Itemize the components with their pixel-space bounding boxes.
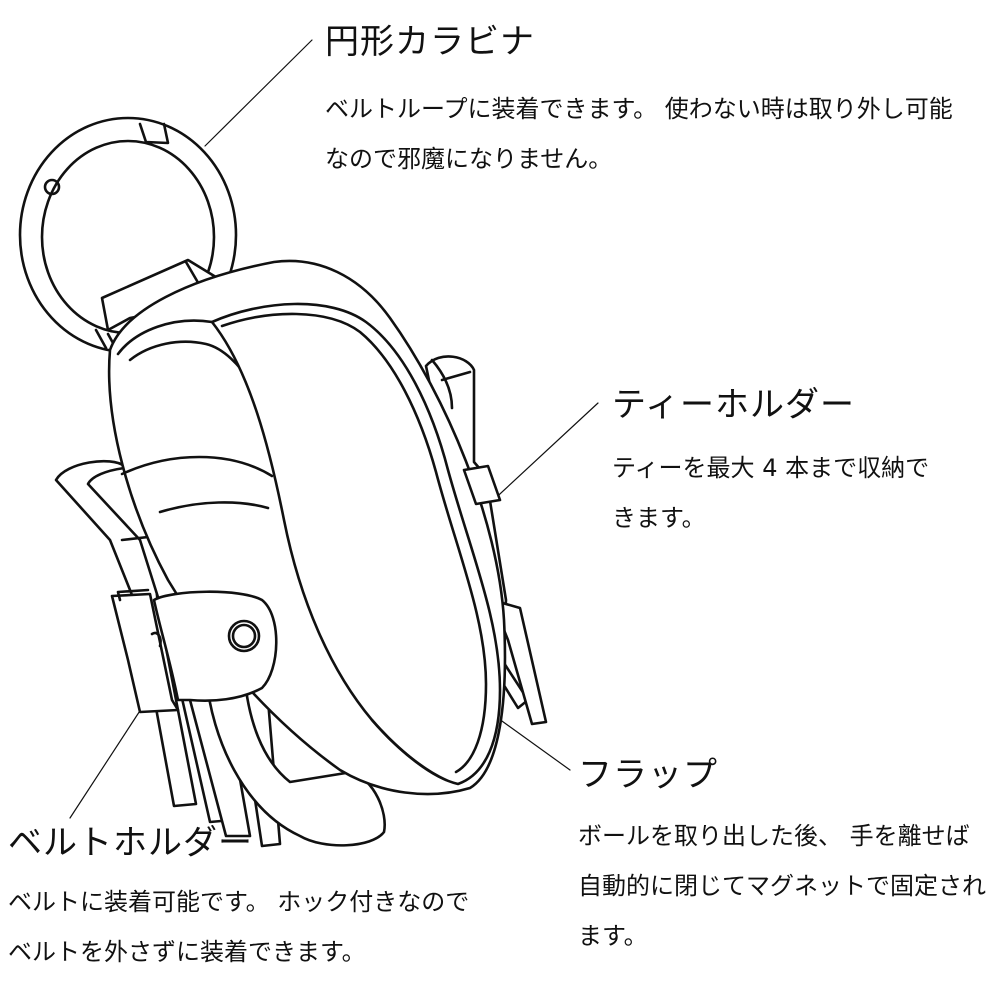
flap-description: ボールを取り出した後、 手を離せば 自動的に閉じてマグネットで固定され ます。 xyxy=(578,822,986,950)
callout-tee-holder: ティーホルダー ティーを最大 4 本まで収納で きます。 xyxy=(612,385,982,543)
callout-belt-holder: ベルトホルダー ベルトに装着可能です。 ホック付きなので ベルトを外さずに装着で… xyxy=(8,823,568,977)
flap-title: フラップ xyxy=(578,755,718,795)
callout-carabiner: 円形カラビナ ベルトループに装着できます。 使わない時は取り外し可能 なので邪魔… xyxy=(325,22,995,184)
callout-flap: フラップ ボールを取り出した後、 手を離せば 自動的に閉じてマグネットで固定され… xyxy=(578,755,998,961)
tee-holder-description: ティーを最大 4 本まで収納で きます。 xyxy=(612,454,930,532)
belt-holder-band xyxy=(204,670,386,847)
snap-strap xyxy=(110,588,278,714)
belt-holder-description: ベルトに装着可能です。 ホック付きなので ベルトを外さずに装着できます。 xyxy=(8,888,470,966)
leader-line-carabiner xyxy=(204,39,313,147)
belt-holder-title: ベルトホルダー xyxy=(8,823,253,863)
flap xyxy=(210,302,502,786)
carabiner-title: 円形カラビナ xyxy=(325,22,535,62)
carabiner-description: ベルトループに装着できます。 使わない時は取り外し可能 なので邪魔になりません。 xyxy=(325,95,953,173)
leader-lines xyxy=(69,39,599,819)
tee-holder-band xyxy=(462,464,502,506)
tee-holder-title: ティーホルダー xyxy=(612,385,855,425)
leader-line-belt-holder xyxy=(69,699,148,819)
leader-line-tee-holder xyxy=(487,402,599,506)
